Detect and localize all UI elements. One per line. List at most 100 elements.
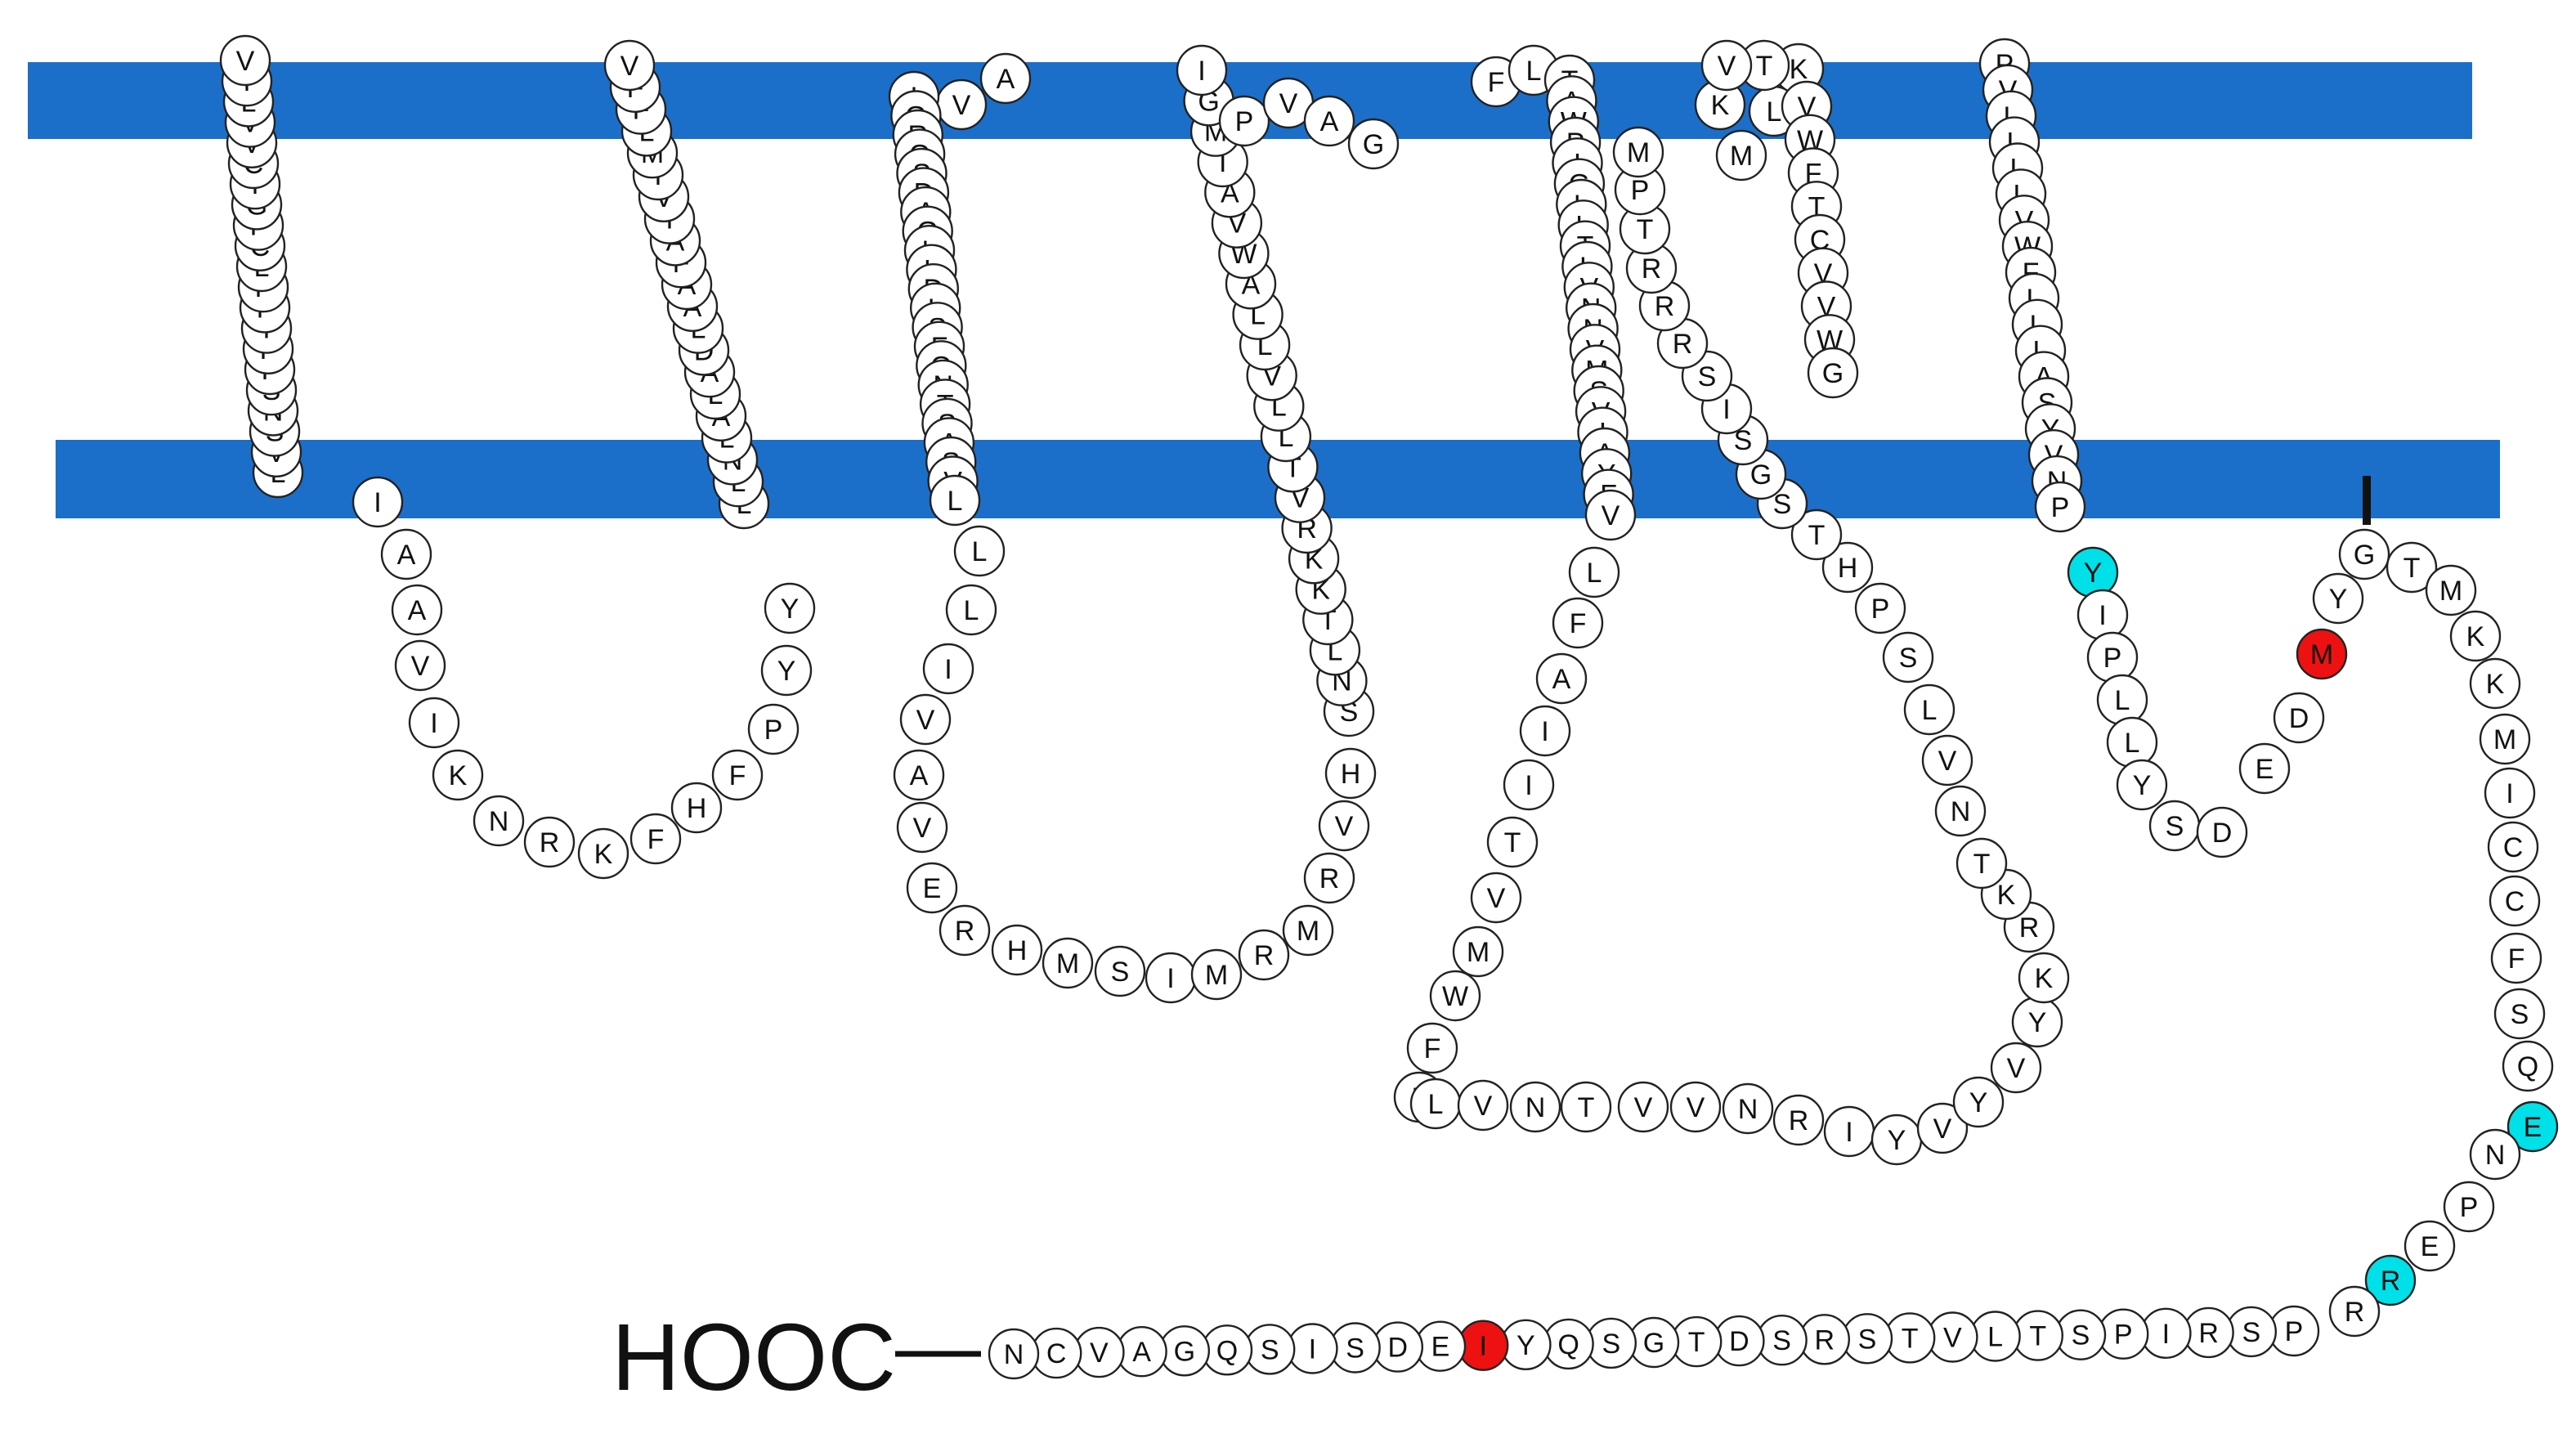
residue-letter: E: [2256, 754, 2274, 785]
residue: S: [1094, 945, 1146, 997]
residue-circle: [2425, 564, 2477, 616]
residue: T: [2386, 541, 2438, 594]
residue-letter: P: [2051, 492, 2070, 523]
residue-letter: V: [1718, 51, 1736, 82]
residue-letter: M: [1205, 960, 1228, 991]
residue-circle: [352, 476, 404, 528]
residue-letter: D: [1388, 1333, 1409, 1364]
residue-circle: [2487, 821, 2539, 873]
residue-letter: K: [1997, 880, 2016, 911]
residue-circle: [1854, 582, 1906, 634]
residue-circle: [1190, 948, 1243, 1001]
residue: Y: [1952, 1076, 2005, 1128]
residue: V: [896, 801, 948, 854]
residue-circle: [1452, 925, 1504, 978]
residue-circle: [988, 1328, 1040, 1380]
residue-letter: H: [687, 793, 707, 824]
residue: S: [1243, 1324, 1296, 1375]
residue: H: [1821, 541, 1874, 594]
residue: V: [935, 78, 988, 131]
residue: G: [2338, 528, 2390, 580]
residue: K: [2449, 610, 2502, 662]
residue: M: [1190, 948, 1243, 1001]
residue-letter: D: [2289, 703, 2309, 734]
residue-letter: V: [236, 46, 255, 77]
residue-letter: R: [1815, 1324, 1835, 1356]
residue-circle: [2507, 1100, 2559, 1153]
residue-letter: I: [1167, 963, 1174, 994]
residue-letter: N: [1951, 796, 1971, 827]
residue: D: [1714, 1315, 1765, 1367]
residue-circle: [1807, 347, 1859, 399]
residue: P: [2268, 1305, 2320, 1357]
residue: H: [991, 924, 1043, 976]
residue: I: [1457, 1320, 1509, 1371]
residue: Y: [2116, 759, 2168, 811]
residue-letter: F: [2508, 943, 2525, 975]
residue-letter: A: [1320, 106, 1339, 137]
residue-letter: N: [1004, 1339, 1024, 1370]
residue-letter: H: [1838, 553, 1858, 584]
residue: P: [2443, 1181, 2495, 1233]
residue-letter: M: [1730, 141, 1753, 172]
residue-letter: D: [2212, 818, 2233, 849]
residue-circle: [2490, 932, 2542, 984]
residue-letter: A: [1552, 664, 1571, 695]
residue-letter: P: [764, 715, 783, 746]
residue: M: [2425, 564, 2477, 616]
residue-letter: T: [1637, 214, 1654, 245]
residue-letter: I: [1525, 770, 1532, 801]
residue: E: [1414, 1320, 1467, 1372]
residue: W: [1429, 970, 1481, 1022]
residue: R: [2364, 1254, 2417, 1306]
residue-letter: V: [1634, 1092, 1653, 1123]
residue-letter: G: [1174, 1336, 1195, 1367]
residue: R: [2183, 1306, 2234, 1359]
residue-circle: [1990, 1042, 2042, 1094]
residue: M: [1452, 925, 1504, 978]
residue: P: [2034, 481, 2086, 533]
residue-letter: A: [408, 595, 427, 626]
residue-letter: G: [1822, 358, 1844, 389]
residue: N: [1509, 1081, 1561, 1133]
residue-circle: [1503, 759, 1555, 811]
residue-letter: V: [1090, 1338, 1109, 1369]
residue-letter: R: [2345, 1297, 2365, 1328]
residue-letter: Y: [1888, 1125, 1906, 1156]
residue-circle: [1552, 597, 1604, 649]
residue-letter: S: [2511, 999, 2529, 1030]
residue-circle: [1470, 872, 1522, 924]
residue-letter: K: [2466, 621, 2485, 652]
residue-letter: I: [1723, 394, 1730, 425]
residue: V: [1584, 489, 1637, 541]
residue: V: [219, 34, 271, 87]
residue: A: [1116, 1325, 1167, 1378]
residue-letter: Y: [2028, 1007, 2047, 1038]
residue: A: [1535, 652, 1588, 705]
residue-circle: [2364, 1254, 2417, 1306]
residue-circle: [2493, 988, 2546, 1040]
residue: E: [2238, 742, 2291, 795]
residue: V: [1073, 1326, 1125, 1378]
residue: A: [391, 584, 443, 636]
residue-letter: P: [1871, 594, 1890, 625]
residue-circle: [893, 749, 945, 801]
residue-letter: V: [2007, 1053, 2026, 1084]
residue: E: [2404, 1220, 2456, 1272]
residue-circle: [1790, 509, 1843, 561]
residue: T: [1670, 1315, 1723, 1368]
residue-letter: L: [1526, 56, 1542, 87]
residue-letter: F: [1570, 608, 1587, 639]
residue: S: [1841, 1313, 1893, 1365]
residue-letter: V: [1487, 883, 1506, 914]
residue-circle: [2502, 1040, 2554, 1092]
residue: S: [2054, 1309, 2107, 1360]
residue-letter: Y: [2133, 770, 2152, 801]
residue-letter: V: [1602, 500, 1620, 531]
residue-circle: [1903, 683, 1956, 736]
residue-letter: A: [997, 64, 1015, 95]
residue-letter: P: [2103, 643, 2122, 674]
residue-letter: V: [1474, 1091, 1493, 1122]
residue-circle: [2273, 692, 2325, 744]
residue-circle: [953, 525, 1006, 577]
